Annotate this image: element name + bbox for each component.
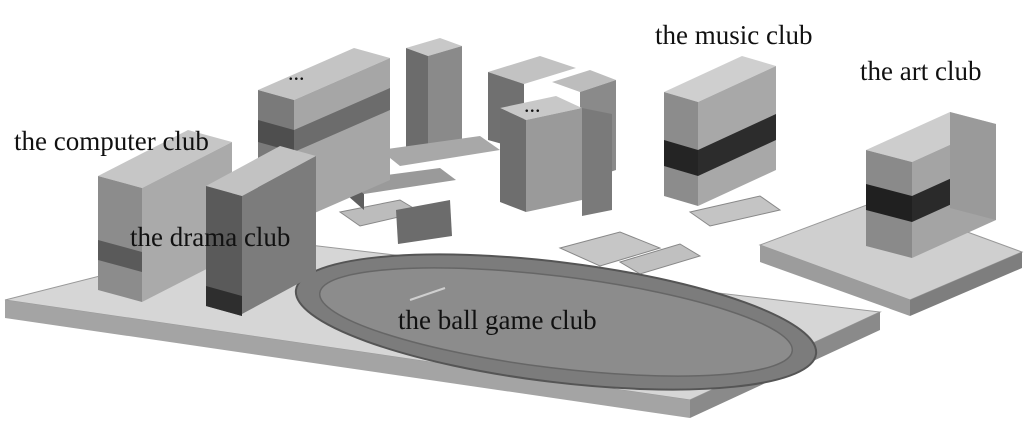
ellipsis-left: ...: [288, 60, 305, 85]
label-art-club: the art club: [860, 58, 981, 85]
label-computer-club: the computer club: [14, 128, 209, 155]
label-music-club: the music club: [655, 22, 812, 49]
label-ball-game-club: the ball game club: [398, 307, 597, 334]
ellipsis-middle: ...: [524, 92, 541, 117]
music-club-building: [664, 56, 776, 206]
label-drama-club: the drama club: [130, 224, 290, 251]
